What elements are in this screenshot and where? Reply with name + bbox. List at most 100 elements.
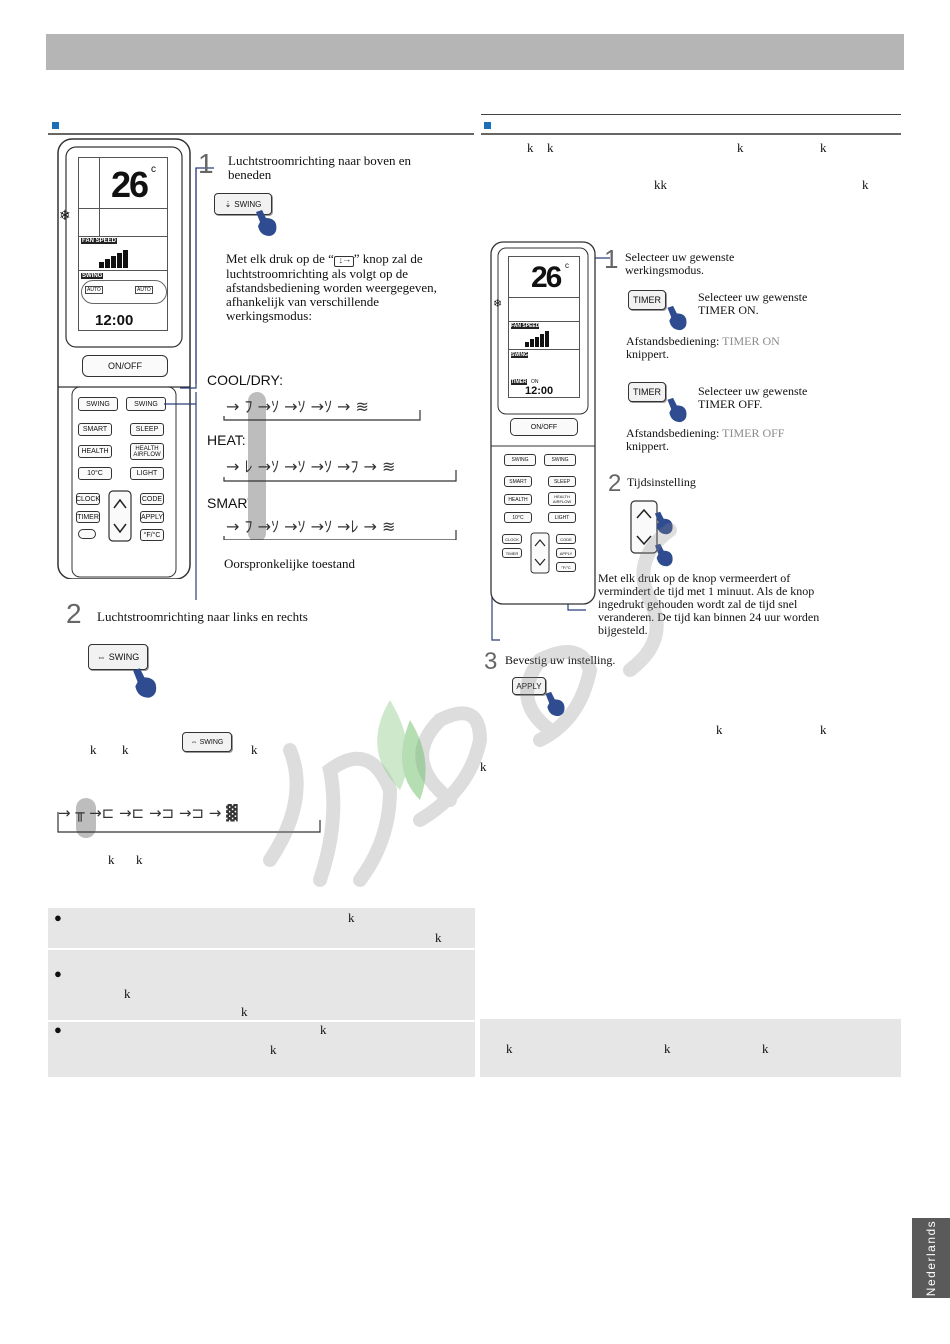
lcd-swing-label: SWING [511, 352, 528, 358]
right-step1-title: Selecteer uw gewenste werkingsmodus. [625, 250, 735, 277]
remote-10c-button[interactable]: 10°C [78, 467, 112, 480]
svg-text:→ ﾌ →ｿ →ｿ →ｿ →ﾚ → ≋: → ﾌ →ｿ →ｿ →ｿ →ﾚ → ≋ [226, 517, 395, 536]
remote-swing-horizontal-button[interactable]: SWING [126, 397, 166, 411]
swing-vertical-button[interactable]: ⇣SWING [214, 193, 272, 215]
remote-clock-button[interactable]: CLOCK [76, 493, 100, 505]
left-step1-description: Met elk druk op de “⇣⇢” knop zal de luch… [226, 251, 437, 323]
pressing-hand-icon [654, 511, 673, 535]
remote-smart-button[interactable]: SMART [78, 423, 112, 436]
right-step3-title: Bevestig uw instelling. [505, 653, 616, 667]
remote-swing-vertical-button[interactable]: SWING [504, 454, 536, 466]
fan-speed-bars-icon [99, 250, 128, 268]
lcd-clock: 12:00 [525, 385, 554, 397]
stray-glyph: k [251, 742, 258, 757]
remote-small-oval-button[interactable] [78, 529, 96, 539]
swing-horizontal-icon: ⇔ [96, 652, 106, 662]
page-header-bar [46, 34, 904, 70]
timer-on-button[interactable]: TIMER [628, 290, 666, 310]
svg-text:→ ﾚ →ｿ →ｿ →ｿ →ﾌ → ≋: → ﾚ →ｿ →ｿ →ｿ →ﾌ → ≋ [226, 457, 395, 476]
note-bullet: ● [54, 910, 62, 925]
right-note-box: k k k [480, 1019, 901, 1077]
right-step2-title: Tijdsinstelling [627, 475, 696, 489]
remote-health-button[interactable]: HEALTH [78, 445, 112, 458]
left-section-rule [48, 133, 474, 135]
time-updown-button[interactable] [630, 500, 658, 554]
lcd-auto-horizontal: AUTO [135, 286, 153, 294]
timer-off-button[interactable]: TIMER [628, 382, 666, 402]
lcd-fan-speed-label: FAN SPEED [511, 323, 540, 329]
right-top-rule [481, 114, 901, 115]
timer-off-instruction: Selecteer uw gewenste TIMER OFF. [698, 384, 808, 411]
lcd-auto-vertical: AUTO [85, 286, 103, 294]
remote-lcd-screen: 26 c ❄ FAN SPEED SWING AUTO AUTO 12:00 [59, 157, 168, 331]
svg-text:→ ﾌ →ｿ →ｿ →ｿ → ≋: → ﾌ →ｿ →ｿ →ｿ → ≋ [226, 397, 369, 416]
horizontal-airflow-sequence: → ╥ →⊏ →⊏ →⊐ →⊐ → ▓ [57, 798, 321, 838]
remote-code-button[interactable]: CODE [140, 493, 164, 505]
stray-glyph: k [90, 742, 97, 757]
remote-timer-button[interactable]: TIMER [76, 511, 100, 523]
lcd-swing-label: SWING [81, 273, 104, 279]
pressing-hand-icon [256, 210, 277, 236]
remote-10c-button[interactable]: 10°C [504, 512, 532, 523]
right-section-bullet [484, 122, 491, 129]
mode-cool-dry-label: COOL/DRY: [207, 372, 283, 388]
remote-light-button[interactable]: LIGHT [130, 467, 164, 480]
remote-code-button[interactable]: CODE [556, 534, 576, 544]
left-section-bullet [52, 122, 59, 129]
lcd-timer-label: TIMER [511, 379, 527, 385]
fan-speed-bars-icon [525, 331, 549, 347]
left-step2-number: 2 [66, 598, 82, 629]
left-step2-title: Luchtstroomrichting naar links en rechts [97, 609, 308, 624]
note-bullet: ● [54, 1022, 62, 1037]
pressing-hand-icon [654, 543, 673, 567]
swing-highlight-oval [81, 280, 167, 304]
remote-health-button[interactable]: HEALTH [504, 494, 532, 505]
swing-vertical-icon: ⇣ [224, 199, 232, 209]
left-step1-title: Luchtstroomrichting naar boven en benede… [228, 153, 412, 182]
swing-horizontal-button[interactable]: ⇔SWING [88, 644, 148, 670]
remote-clock-button[interactable]: CLOCK [502, 534, 522, 544]
lcd-clock: 12:00 [95, 312, 134, 329]
lcd-temperature: 26 [531, 261, 562, 294]
remote-smart-button[interactable]: SMART [504, 476, 532, 487]
mode-heat-label: HEAT: [207, 432, 246, 448]
apply-button[interactable]: APPLY [512, 677, 546, 695]
swing-vertical-label: SWING [234, 199, 262, 209]
remote-fc-button[interactable]: °F/°C [140, 529, 164, 541]
stray-glyph: k [136, 852, 143, 867]
remote-health-airflow-button[interactable]: HEALTH AIRFLOW [130, 443, 164, 460]
lcd-unit: c [151, 164, 156, 175]
svg-text:→ ╥ →⊏ →⊏ →⊐ →⊐ → ▓: → ╥ →⊏ →⊏ →⊐ →⊐ → ▓ [58, 804, 238, 822]
left-notes-box: ● k k ● k k ● k k [48, 908, 475, 1077]
remote-apply-button[interactable]: APPLY [556, 548, 576, 558]
remote-health-airflow-button[interactable]: HEALTH AIRFLOW [548, 492, 576, 506]
remote-swing-horizontal-button[interactable]: SWING [544, 454, 576, 466]
left-step1-number: 1 [198, 148, 214, 179]
remote-updown-rocker[interactable] [108, 490, 132, 542]
stray-glyph: k [122, 742, 129, 757]
remote-apply-button[interactable]: APPLY [140, 511, 164, 523]
mode-smart-label: SMART: [207, 495, 259, 511]
remote-timer-button[interactable]: TIMER [502, 548, 522, 558]
remote-onoff-button[interactable]: ON/OFF [82, 355, 168, 377]
remote-sleep-button[interactable]: SLEEP [548, 476, 576, 487]
remote-control-small: 26 c ❄ FAN SPEED SWING TIMER ON 12:00 ON… [488, 240, 598, 606]
lcd-unit: c [565, 261, 569, 270]
right-step1-number: 1 [604, 244, 619, 274]
remote-light-button[interactable]: LIGHT [548, 512, 576, 523]
note-bullet: ● [54, 966, 62, 981]
remote-onoff-button[interactable]: ON/OFF [510, 418, 578, 436]
lcd-temperature: 26 [111, 164, 149, 205]
original-state-label: Oorspronkelijke toestand [224, 556, 356, 571]
pressing-hand-icon [133, 668, 157, 698]
snowflake-icon: ❄ [493, 298, 503, 310]
remote-control-large: 26 c ❄ FAN SPEED SWING AUTO AUTO 12:00 O… [52, 137, 196, 580]
remote-updown-rocker[interactable] [530, 532, 550, 574]
watermark-logo [263, 523, 677, 887]
remote-sleep-button[interactable]: SLEEP [130, 423, 164, 436]
remote-fc-button[interactable]: °F/°C [556, 562, 576, 572]
remote-swing-vertical-button[interactable]: SWING [78, 397, 118, 411]
timer-on-instruction: Selecteer uw gewenste TIMER ON. [698, 290, 808, 317]
